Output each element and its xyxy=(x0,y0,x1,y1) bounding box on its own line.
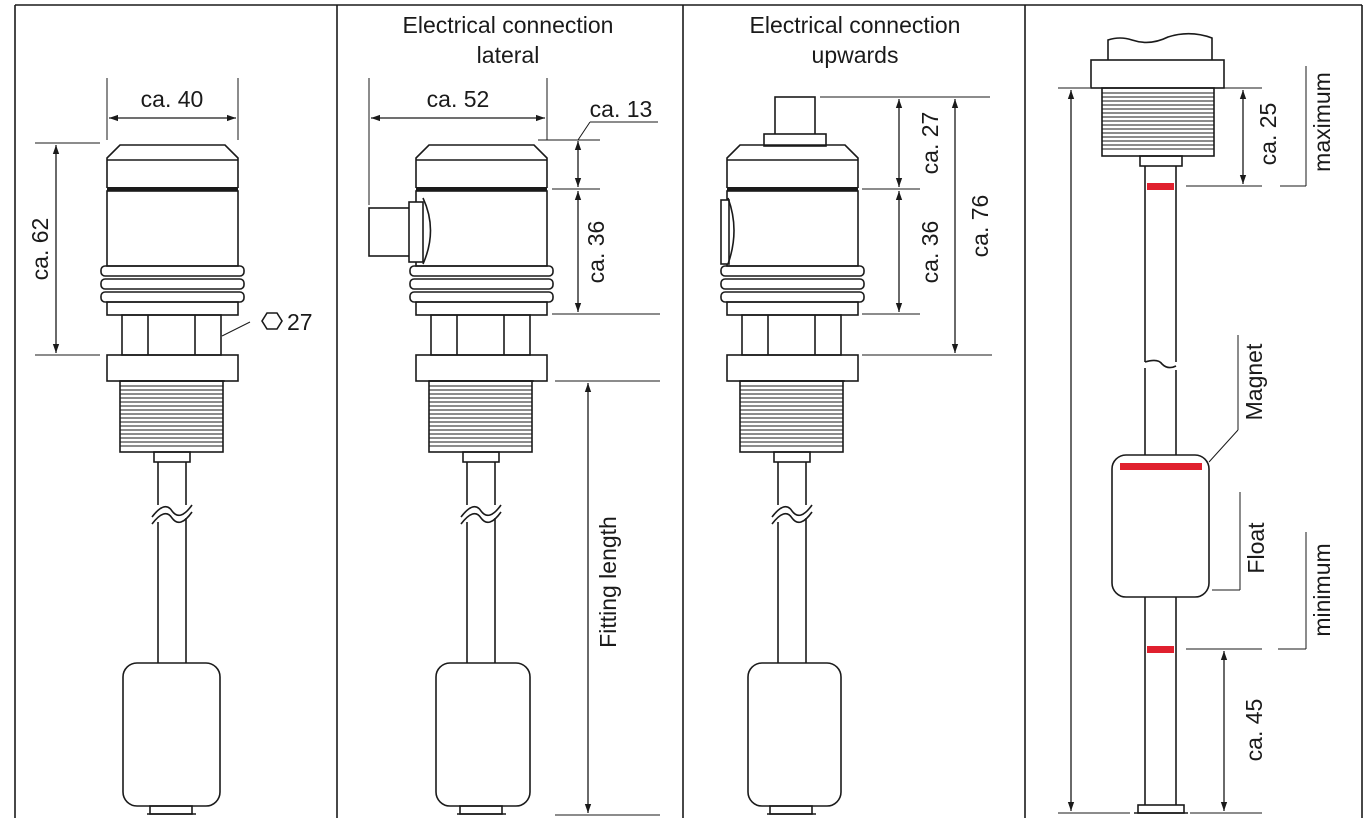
dim-height-label: ca. 62 xyxy=(27,218,53,281)
hex-size-label: 27 xyxy=(287,309,313,335)
broken-top xyxy=(1107,32,1213,60)
housing-body xyxy=(415,190,548,267)
dim-cap-label: ca. 13 xyxy=(590,96,653,122)
max-switch-mark xyxy=(1147,183,1174,190)
cap-seal xyxy=(107,187,238,191)
minimum-label: minimum xyxy=(1309,543,1335,636)
maximum-label: maximum xyxy=(1309,72,1335,172)
panel-2-title-line-2: lateral xyxy=(477,42,540,68)
fitting-flange xyxy=(106,354,239,382)
float-body xyxy=(122,662,221,807)
hex-wrench-icon xyxy=(261,312,283,330)
panel-4-switch-points: ca. 25 maximum Magnet Float minimum ca. … xyxy=(1058,32,1335,814)
panel-2-lateral: Electrical connection lateral xyxy=(368,12,660,816)
thread xyxy=(119,380,224,453)
float-body xyxy=(747,662,842,807)
mounting-nut xyxy=(1090,59,1225,89)
panel-3-upwards: Electrical connection upwards xyxy=(720,12,993,815)
dim-top-label: ca. 25 xyxy=(1255,103,1281,166)
dim-width-label: ca. 40 xyxy=(141,86,204,112)
thread xyxy=(1101,87,1215,157)
panel-2-title-line-1: Electrical connection xyxy=(403,12,614,38)
thread-lines xyxy=(120,385,223,447)
dim-width-label: ca. 52 xyxy=(427,86,490,112)
dim-total-label: ca. 76 xyxy=(967,195,993,258)
housing-body xyxy=(106,190,239,267)
top-connector xyxy=(774,96,816,136)
panel-1-standard-switch: ca. 40 ca. 62 27 xyxy=(27,78,313,815)
magnet-label: Magnet xyxy=(1241,343,1267,420)
dim-bottom-label: ca. 45 xyxy=(1241,699,1267,762)
dim-body-label: ca. 36 xyxy=(917,221,943,284)
dim-body-label: ca. 36 xyxy=(583,221,609,284)
dim-fitting-label: Fitting length xyxy=(595,516,621,648)
housing-body xyxy=(726,190,859,267)
dim-cap-label: ca. 27 xyxy=(917,112,943,175)
float-body xyxy=(435,662,531,807)
magnet-mark xyxy=(1120,463,1202,470)
hex-nut xyxy=(121,314,222,356)
thread xyxy=(739,380,844,453)
panel-3-title-line-2: upwards xyxy=(812,42,899,68)
cap-top xyxy=(106,144,239,188)
thread xyxy=(428,380,533,453)
table-frame xyxy=(14,4,1363,818)
lateral-connector xyxy=(368,207,416,257)
float-body xyxy=(1111,454,1210,598)
panel-3-title-line-1: Electrical connection xyxy=(750,12,961,38)
min-switch-mark xyxy=(1147,646,1174,653)
float-label: Float xyxy=(1243,522,1269,574)
